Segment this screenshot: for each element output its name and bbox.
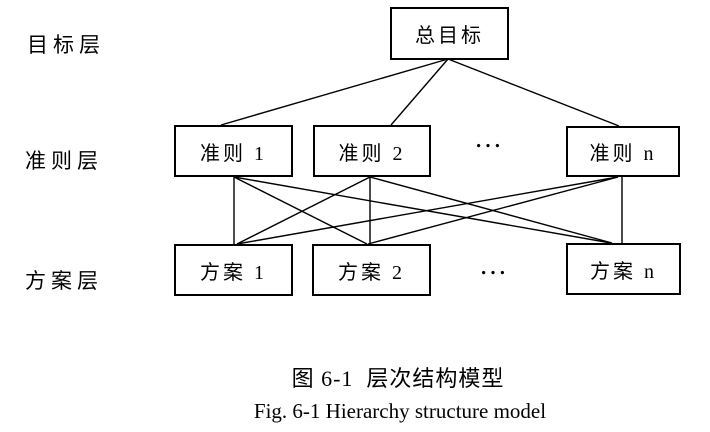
layer-label-criteria: 准则层 bbox=[25, 149, 103, 173]
alternative-node-1: 方案 1 bbox=[174, 244, 293, 296]
criteria-ellipsis: … bbox=[474, 123, 504, 154]
layer-label-goal: 目标层 bbox=[27, 33, 105, 57]
criteria-node-n: 准则 n bbox=[566, 126, 680, 177]
criteria-node-1: 准则 1 bbox=[174, 125, 293, 177]
layer-label-alternatives: 方案层 bbox=[25, 269, 103, 293]
alternative-node-2: 方案 2 bbox=[312, 244, 431, 296]
criteria-node-2: 准则 2 bbox=[313, 125, 431, 177]
goal-node: 总目标 bbox=[390, 7, 509, 60]
figure-caption-chinese: 图 6-1 层次结构模型 bbox=[291, 366, 505, 391]
figure-caption-english: Fig. 6-1 Hierarchy structure model bbox=[253, 399, 547, 423]
alternatives-ellipsis: … bbox=[479, 250, 509, 281]
alternative-node-n: 方案 n bbox=[566, 243, 681, 295]
